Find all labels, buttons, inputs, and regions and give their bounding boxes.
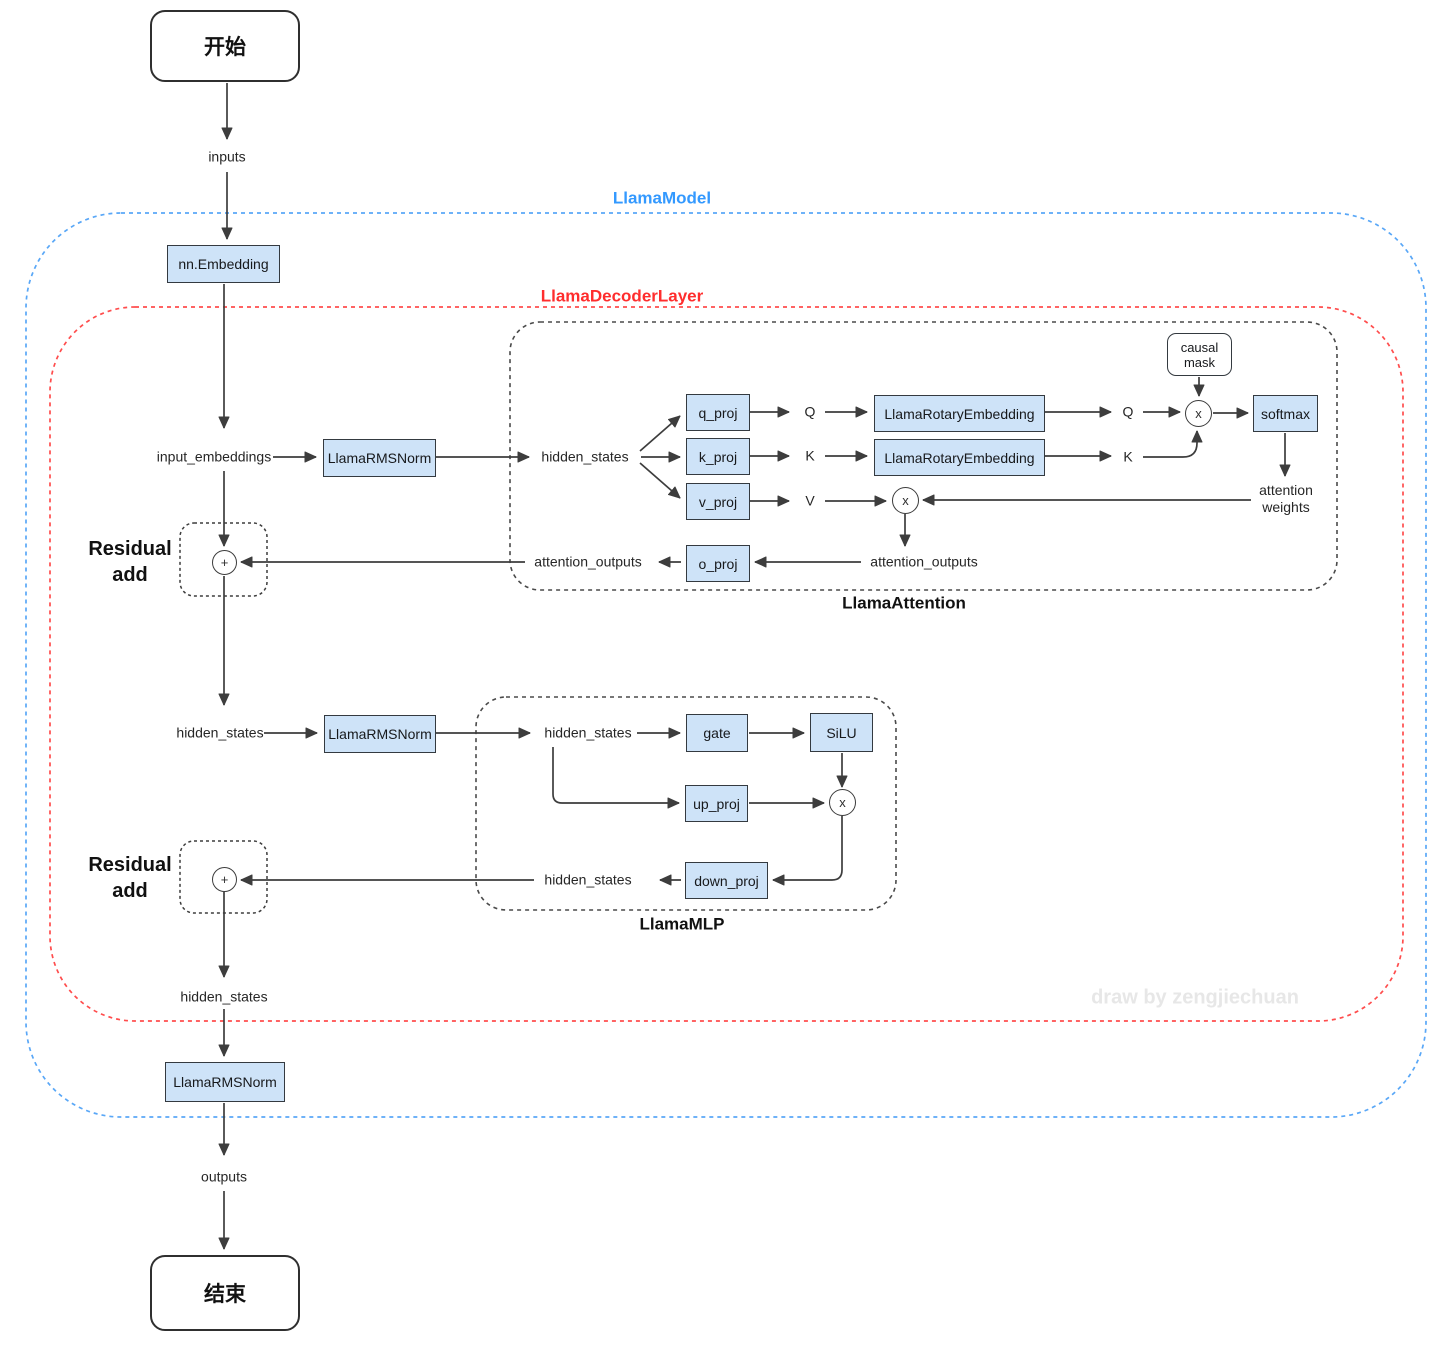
residual-add-box-1 [179,522,268,597]
label-input-embeddings: input_embeddings [156,448,272,465]
node-rmsnorm-attention: LlamaRMSNorm [323,439,436,477]
residual-line2: add [112,564,148,586]
label-hidden-states-bottom: hidden_states [180,988,268,1005]
label-residual-add-1: Residual add [88,536,171,588]
label-attention-outputs-right: attention_outputs [870,553,978,570]
llamamlp-container [475,696,897,911]
residual-line2: add [112,880,148,902]
arrow-hidden-states-to-upproj [552,747,680,809]
arrow-hidden-states-to-qproj [639,415,681,452]
attention-weights-line1: attention [1259,482,1313,498]
node-q-proj: q_proj [686,394,750,431]
label-attention-outputs-left: attention_outputs [534,553,642,570]
residual-line1: Residual [88,854,172,876]
node-up-proj: up_proj [685,785,748,822]
causal-mask-line1: causal [1180,339,1219,355]
multiply-circle-mlp: x [829,789,856,816]
residual-line1: Residual [88,538,172,560]
node-gate: gate [686,714,748,752]
arrow-multiply-mlp-to-downproj [772,816,843,886]
llamaattention-title: LlamaAttention [842,593,966,613]
label-q1: Q [804,403,816,420]
add-circle-2: + [212,867,237,892]
label-hidden-states-attention-in: hidden_states [541,448,629,465]
multiply-circle-v: x [892,487,919,514]
node-k-proj: k_proj [686,438,750,475]
node-rmsnorm-final: LlamaRMSNorm [165,1062,285,1102]
multiply-circle-qk: x [1185,400,1212,427]
label-q2: Q [1122,403,1134,420]
node-v-proj: v_proj [686,483,750,520]
label-attention-weights: attention weights [1259,482,1313,516]
label-inputs: inputs [208,148,246,165]
node-rmsnorm-mlp: LlamaRMSNorm [324,715,436,753]
arrow-k2-to-multiply [1143,430,1203,458]
node-silu: SiLU [810,713,873,752]
label-k2: K [1123,448,1133,465]
llamamlp-title: LlamaMLP [639,914,725,934]
start-terminal: 开始 [150,10,300,82]
causal-mask-box: causal mask [1167,333,1232,376]
causal-mask-line2: mask [1183,354,1216,370]
node-nn-embedding: nn.Embedding [167,245,280,283]
node-softmax: softmax [1253,395,1318,432]
label-outputs: outputs [201,1168,247,1185]
llamaattention-container [509,321,1338,591]
arrow-hidden-states-to-vproj [639,462,681,499]
attention-weights-line2: weights [1262,499,1310,515]
add-circle-1: + [212,550,237,575]
llamadecoderlayer-container [49,306,1404,1022]
node-down-proj: down_proj [685,862,768,899]
label-residual-add-2: Residual add [88,852,171,904]
label-k1: K [805,447,815,464]
watermark: draw by zengjiechuan [1091,986,1299,1009]
label-hidden-states-mid: hidden_states [176,724,264,741]
node-rotary-embedding-k: LlamaRotaryEmbedding [874,439,1045,476]
label-hidden-states-mlp-out: hidden_states [544,871,632,888]
llamamodel-container [25,212,1427,1118]
llamamodel-title: LlamaModel [612,188,712,208]
end-terminal: 结束 [150,1255,300,1331]
node-rotary-embedding-q: LlamaRotaryEmbedding [874,395,1045,432]
label-v: V [805,492,815,509]
label-hidden-states-mlp-in: hidden_states [544,724,632,741]
llamadecoderlayer-title: LlamaDecoderLayer [540,286,704,306]
node-o-proj: o_proj [686,545,750,582]
